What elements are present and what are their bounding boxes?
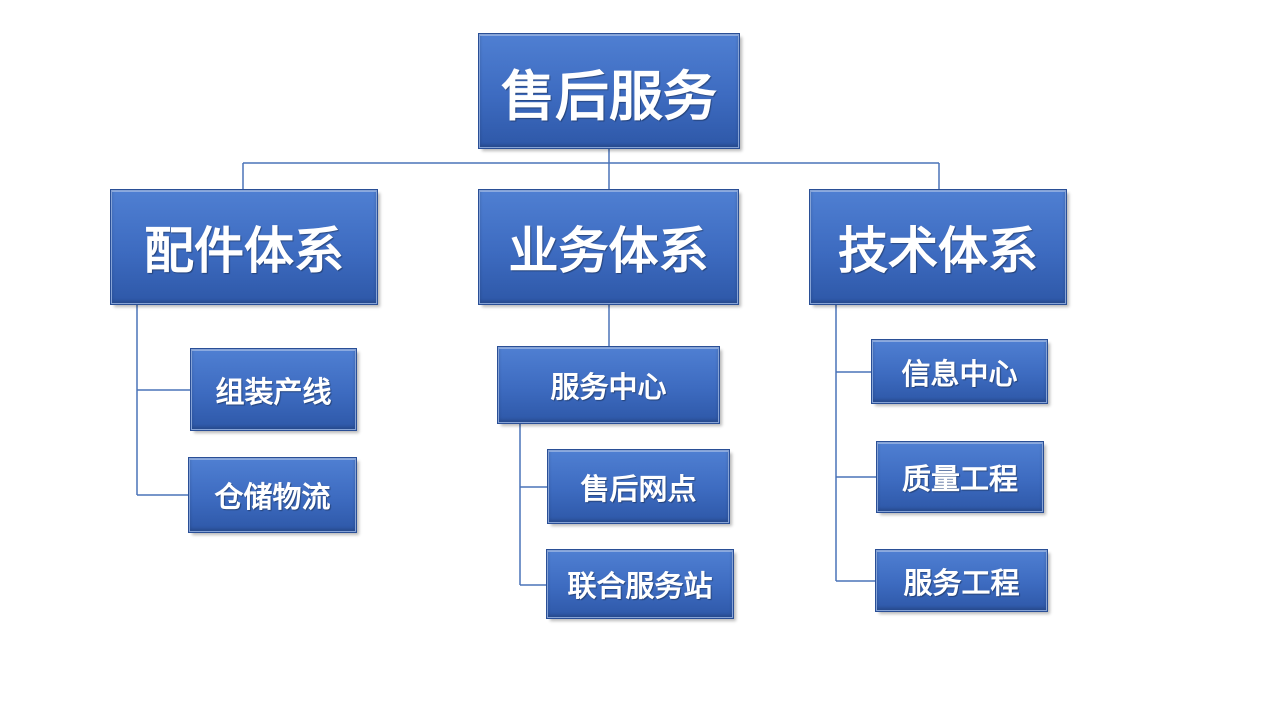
node-assembly-line: 组装产线	[190, 348, 357, 431]
node-joint-service-station: 联合服务站	[546, 549, 734, 619]
node-warehouse-logistics: 仓储物流	[188, 457, 357, 533]
node-parts-system: 配件体系	[110, 189, 378, 305]
node-after-sales-outlet: 售后网点	[547, 449, 730, 524]
node-information-center: 信息中心	[871, 339, 1048, 404]
node-technical-system: 技术体系	[809, 189, 1067, 305]
node-business-system: 业务体系	[478, 189, 739, 305]
node-service-center: 服务中心	[497, 346, 720, 424]
node-service-engineering: 服务工程	[875, 549, 1048, 612]
node-after-sales-service: 售后服务	[478, 33, 740, 149]
node-quality-engineering: 质量工程	[876, 441, 1044, 513]
